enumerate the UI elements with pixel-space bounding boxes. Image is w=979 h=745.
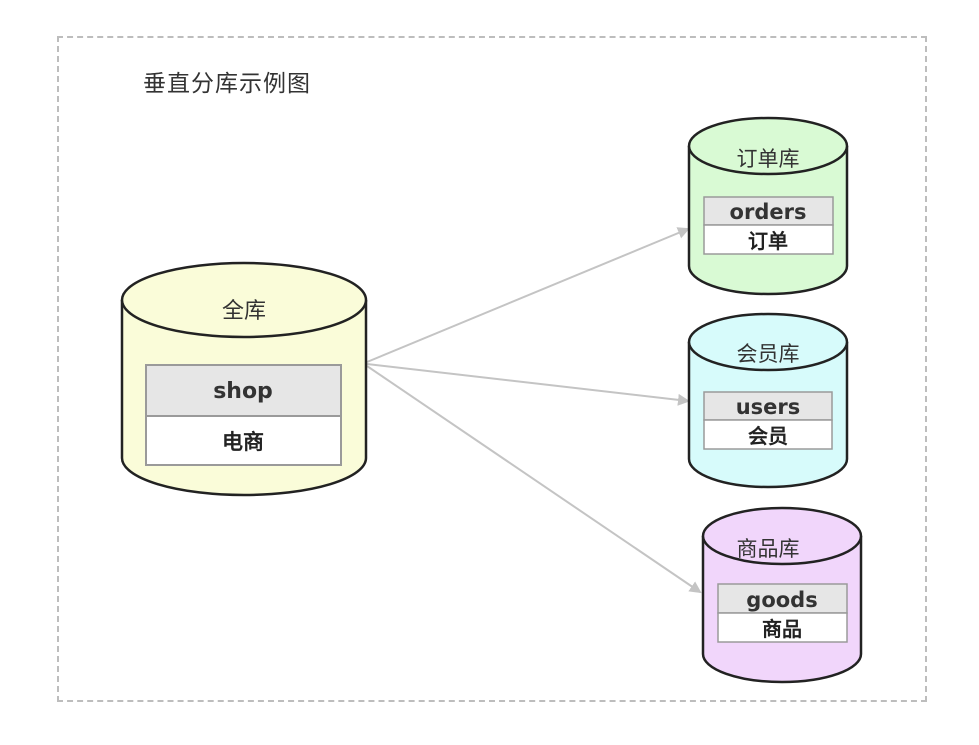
table-desc: 会员	[748, 424, 788, 448]
table-box: users 会员	[703, 391, 833, 450]
table-desc: 订单	[748, 229, 788, 253]
database-users: 会员库 users 会员	[687, 312, 849, 489]
table-header	[703, 391, 833, 421]
table-box: shop 电商	[145, 364, 342, 466]
table-name: orders	[730, 200, 807, 224]
table-desc: 商品	[762, 617, 802, 641]
table-desc: 电商	[222, 430, 264, 454]
diagram-title: 垂直分库示例图	[143, 71, 311, 97]
database-source: 全库 shop 电商	[120, 261, 368, 497]
table-body	[717, 612, 848, 643]
cylinder-top	[120, 261, 368, 339]
table-header	[145, 364, 342, 417]
arrow-to-goods	[366, 365, 702, 594]
diagram-frame	[57, 36, 927, 702]
table-box: orders 订单	[703, 196, 834, 255]
table-body	[703, 419, 833, 450]
cylinder-top	[687, 116, 849, 176]
arrow-to-orders	[366, 227, 690, 363]
table-name: users	[736, 395, 801, 419]
cylinder-top	[687, 312, 849, 372]
cylinder-top	[701, 506, 863, 566]
database-goods: 商品库 goods 商品	[701, 506, 863, 684]
table-body	[145, 415, 342, 466]
db-label: 全库	[222, 299, 266, 324]
db-label: 订单库	[737, 147, 800, 171]
table-box: goods 商品	[717, 583, 848, 643]
arrows	[366, 227, 702, 594]
table-name: goods	[746, 588, 817, 612]
arrow-to-users	[366, 363, 690, 406]
db-label: 会员库	[737, 342, 800, 366]
table-name: shop	[213, 379, 273, 404]
table-header	[717, 583, 848, 614]
table-body	[703, 224, 834, 255]
table-header	[703, 196, 834, 226]
db-label: 商品库	[737, 537, 800, 561]
database-orders: 订单库 orders 订单	[687, 116, 849, 296]
